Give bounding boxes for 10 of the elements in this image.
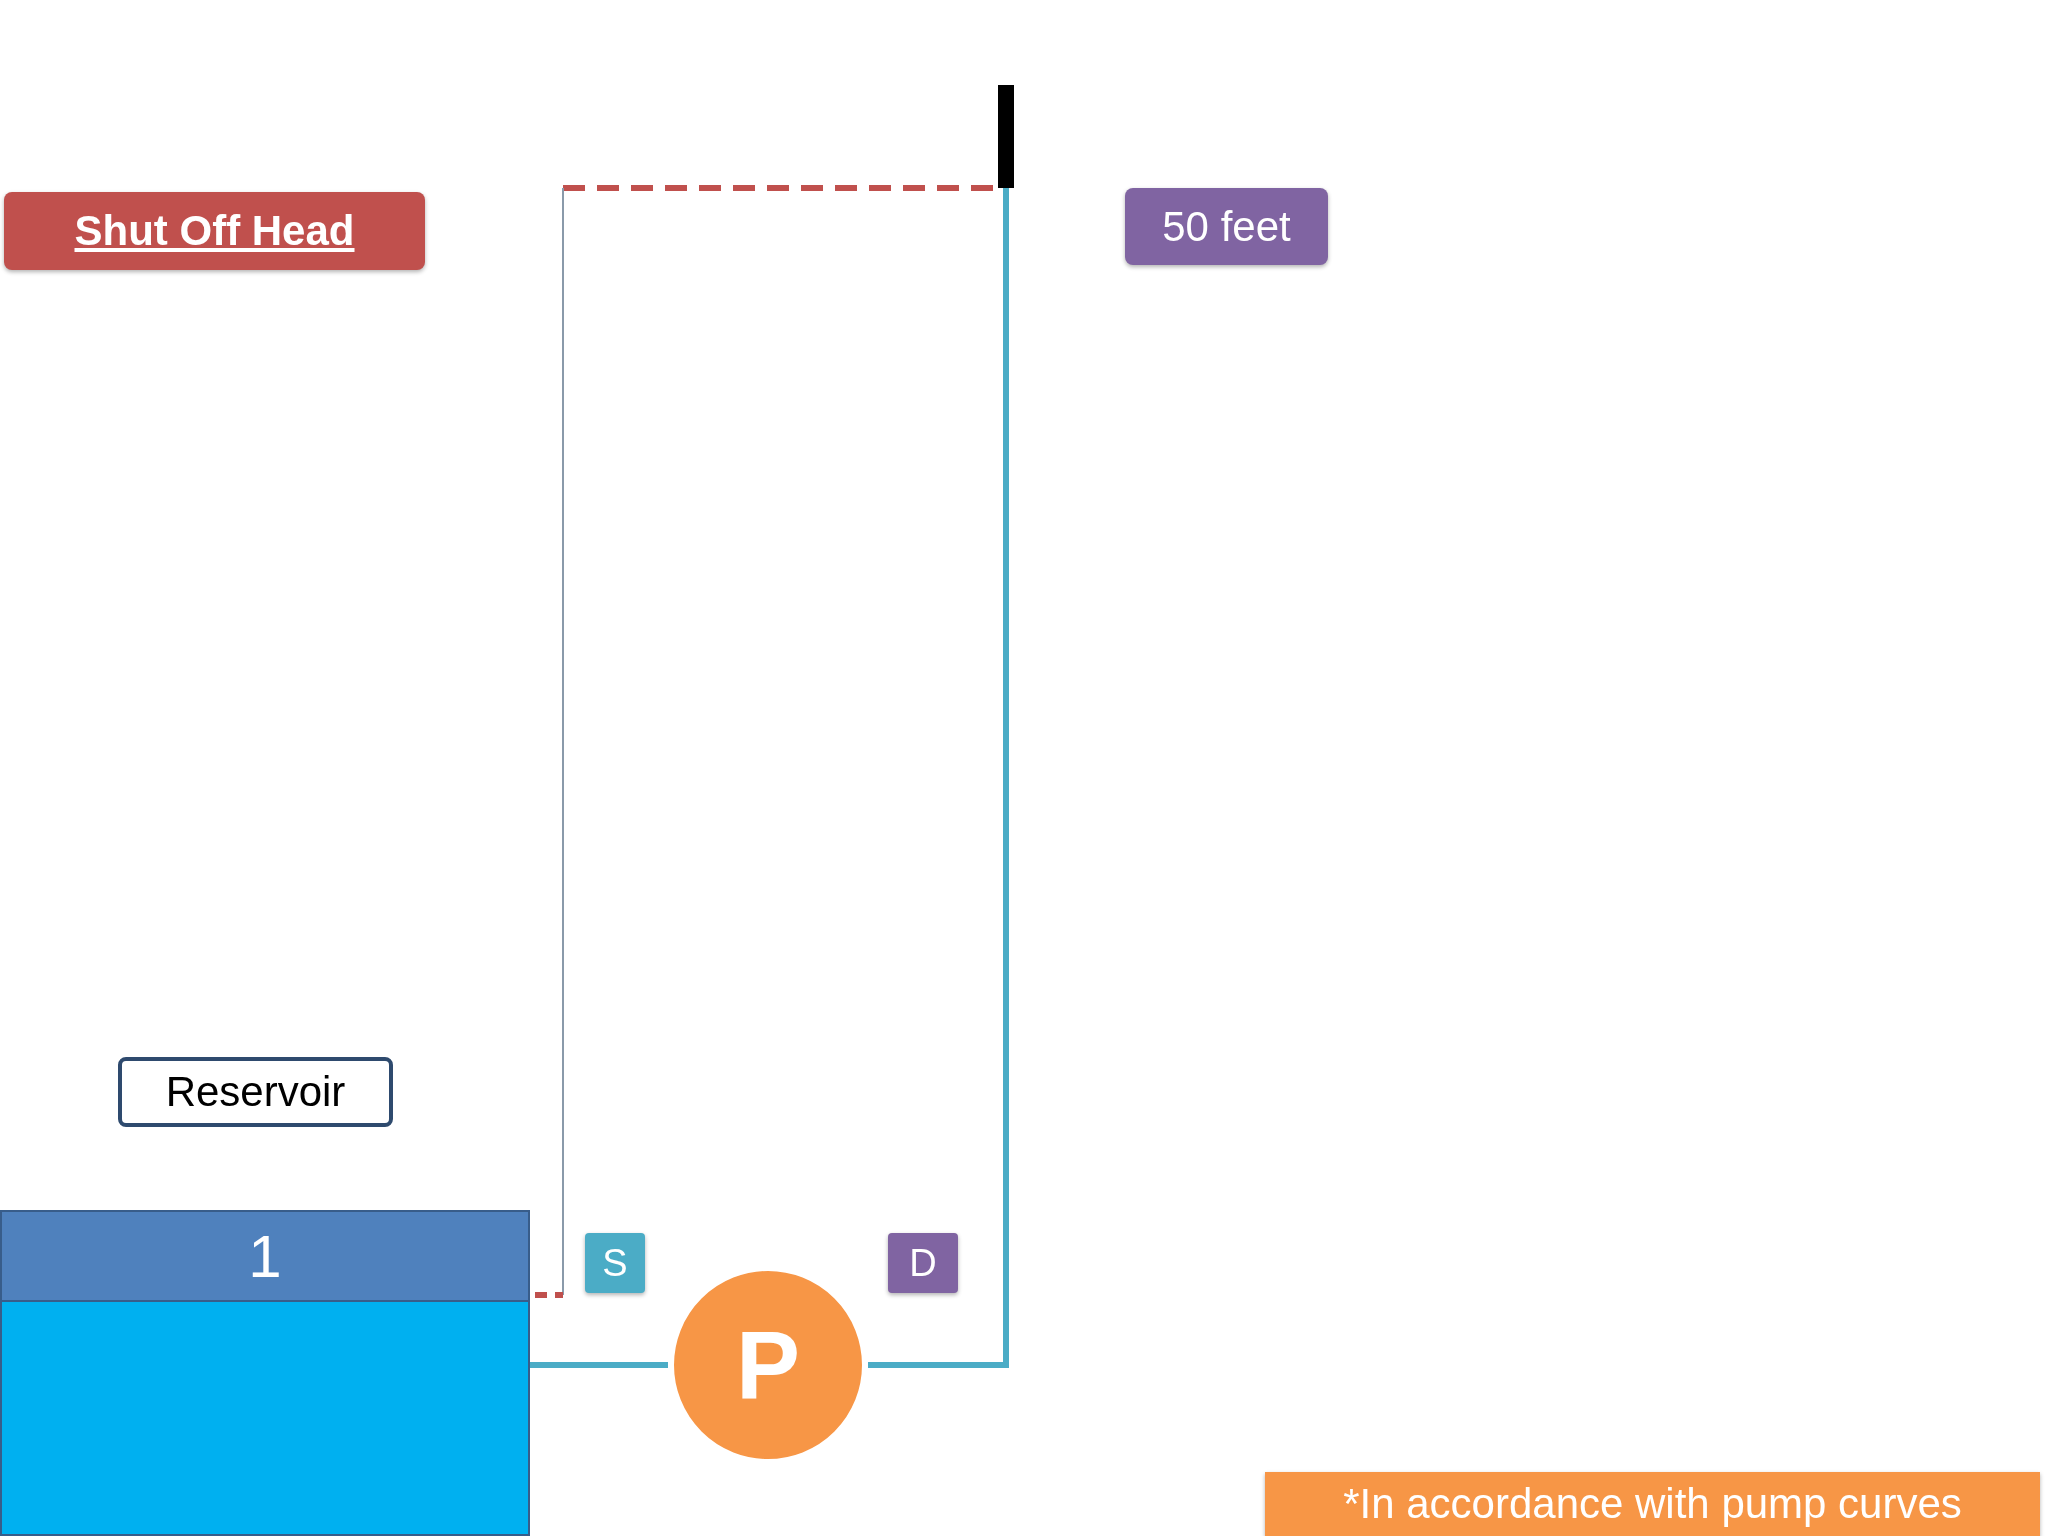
level-number: 1 bbox=[248, 1221, 282, 1291]
pipe bbox=[530, 1362, 668, 1368]
note-bar: *In accordance with pump curves bbox=[1265, 1472, 2040, 1536]
discharge-box: D bbox=[888, 1233, 958, 1293]
height-box: 50 feet bbox=[1125, 188, 1328, 265]
label-box: Reservoir bbox=[118, 1057, 393, 1127]
suction-box: S bbox=[585, 1233, 645, 1293]
pipe bbox=[868, 188, 1009, 1368]
title-box: Shut Off Head bbox=[4, 192, 425, 270]
reservoir-tank bbox=[0, 1210, 530, 1536]
